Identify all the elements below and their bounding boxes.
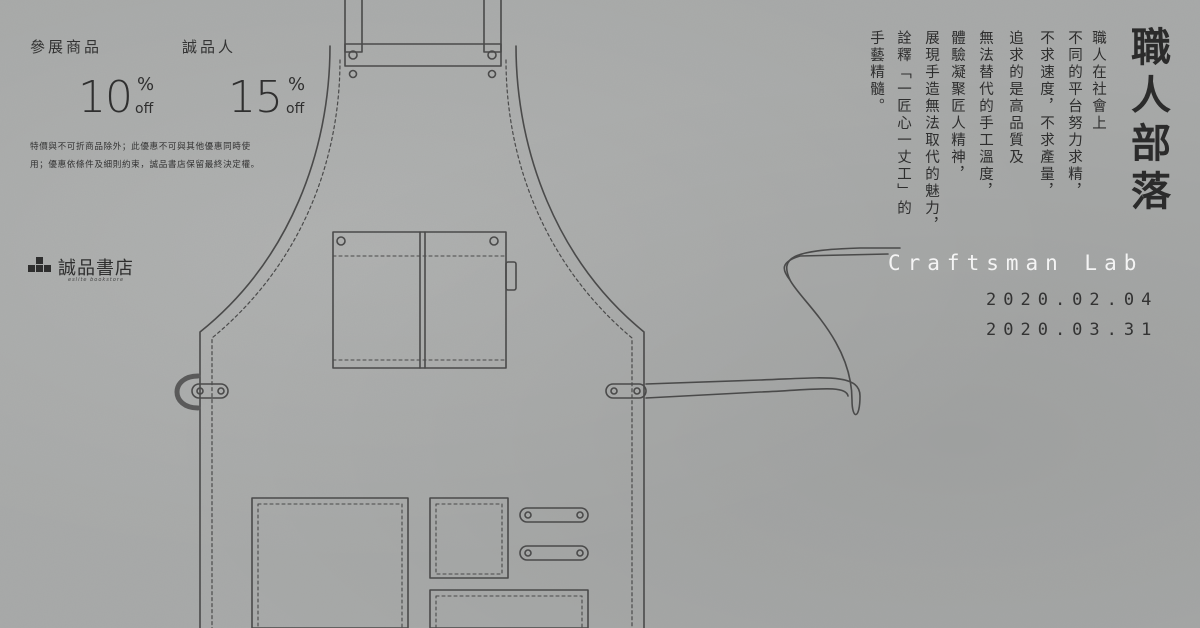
date-end: 2020.03.31	[986, 320, 1159, 340]
body-line-9: 手藝精髓。	[868, 30, 884, 115]
promo-label-member: 誠品人	[182, 38, 237, 56]
fine-print-line-1: 特價與不可折商品除外；此優惠不可與其他優惠同時使	[30, 142, 251, 152]
body-line-7: 展現手造無法取代的魅力，	[923, 30, 939, 234]
body-line-3: 不求速度，不求產量，	[1038, 30, 1054, 200]
discount-right-percent: %	[288, 74, 306, 95]
body-line-8: 詮釋「一匠心一丈工」的	[895, 30, 911, 217]
headline-title: 職人部落	[1124, 26, 1170, 218]
body-line-4: 追求的是高品質及	[1007, 30, 1023, 166]
discount-left-number: 10	[78, 72, 133, 123]
eslite-logo-subtext: eslite bookstore	[68, 277, 125, 283]
promo-label-exhibit: 參展商品	[30, 38, 103, 56]
body-line-2: 不同的平台努力求精，	[1066, 30, 1082, 200]
eslite-logo-text: 誠品書店	[58, 258, 134, 279]
discount-right-number: 15	[228, 72, 283, 123]
body-line-1: 職人在社會上	[1090, 30, 1106, 132]
discount-left-off: off	[135, 101, 154, 117]
discount-right-off: off	[286, 101, 305, 117]
body-line-6: 體驗凝聚匠人精神，	[949, 30, 965, 183]
discount-left-percent: %	[137, 74, 155, 95]
body-line-5: 無法替代的手工溫度，	[977, 30, 993, 200]
date-start: 2020.02.04	[986, 290, 1159, 310]
fine-print-line-2: 用；優惠依條件及細則約束，誠品書店保留最終決定權。	[30, 160, 260, 170]
eslite-logo-icon	[28, 257, 51, 272]
headline-subtitle: Craftsman Lab	[888, 251, 1144, 275]
